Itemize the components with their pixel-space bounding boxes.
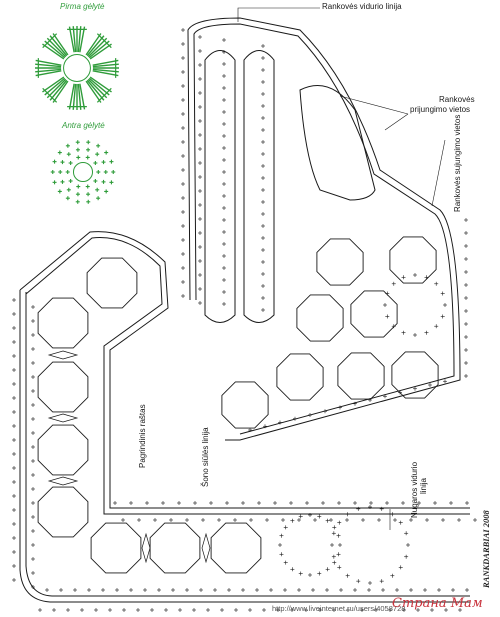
body-inner-edge xyxy=(19,231,470,509)
octagon-sleeve-7 xyxy=(391,351,439,399)
sleeve-join-label-2: prijungimo vietos xyxy=(410,105,471,114)
octagon-sleeve-2 xyxy=(296,294,344,342)
octagon-left-1 xyxy=(37,297,89,349)
sleeve-outer-edge-2 xyxy=(193,23,455,435)
sleeve-center-pointer xyxy=(237,7,320,22)
octagon-bottom-1 xyxy=(90,522,142,574)
sleeve-center-line-label: Rankovės vidurio linija xyxy=(322,2,402,11)
label-pointers xyxy=(237,7,446,530)
sleeve-join-pointer-1 xyxy=(339,95,409,115)
octagon-sleeve-1 xyxy=(316,238,364,286)
watermark-logo: Страна Мам xyxy=(392,596,483,611)
sleeve-join-label-1: Rankovės xyxy=(439,95,475,104)
diamond-left-2 xyxy=(47,413,79,423)
sleeve-outer-edge xyxy=(187,17,461,441)
diamond-left-3 xyxy=(47,476,79,486)
publication-credit: RANKDARBIAI 2008 xyxy=(481,510,491,588)
diamond-bottom-2 xyxy=(201,532,211,564)
sleeve-seam-label: Rankovės sujungimo vietos xyxy=(453,114,462,212)
first-motif-caption: Pirma gėlytė xyxy=(60,2,105,11)
base-pattern-label: Pagrindinis raštas xyxy=(138,404,147,468)
first-flower-motif xyxy=(35,26,119,110)
back-center-label-1: Nugaros vidurio xyxy=(410,461,419,518)
stitch-marks xyxy=(12,28,477,612)
back-center-label-2: linija xyxy=(419,477,428,494)
diamond-bottom-1 xyxy=(141,532,151,564)
octagon-sleeve-3 xyxy=(350,290,398,338)
octagon-bottom-3 xyxy=(210,522,262,574)
diamond-fillers xyxy=(47,350,211,564)
octagon-sleeve-5 xyxy=(337,352,385,400)
body-outer-edge-inner xyxy=(25,292,470,597)
sleeve-seam-pointer xyxy=(431,139,446,207)
source-url: http://www.liveinternet.ru/users/4058728 xyxy=(272,604,406,613)
sleeve-loop-1 xyxy=(204,50,236,323)
flower-motif-diagrams xyxy=(35,26,119,204)
octagon-left-4 xyxy=(37,486,89,538)
body-inner-edge-2 xyxy=(25,237,470,515)
side-seam-label: Šono siūlės linija xyxy=(201,427,210,487)
octagon-left-3 xyxy=(37,424,89,476)
body-outer-edge xyxy=(19,290,470,603)
second-flower-motif xyxy=(50,140,116,204)
diamond-left-1 xyxy=(47,350,79,360)
sleeve-join-pointer-2 xyxy=(384,113,409,131)
sleeve-loop-3 xyxy=(299,85,376,201)
octagon-left-2 xyxy=(37,361,89,413)
octagon-bottom-2 xyxy=(149,522,201,574)
second-motif-caption: Antra gėlytė xyxy=(62,121,105,130)
sleeve-loop-2 xyxy=(243,50,275,323)
octagon-sleeve-6 xyxy=(221,381,269,429)
octagon-sleeve-8 xyxy=(389,236,437,284)
octagon-motifs xyxy=(37,236,439,574)
octagon-sleeve-4 xyxy=(276,353,324,401)
octagon-left-top xyxy=(86,257,138,309)
garment-outline xyxy=(19,17,470,603)
